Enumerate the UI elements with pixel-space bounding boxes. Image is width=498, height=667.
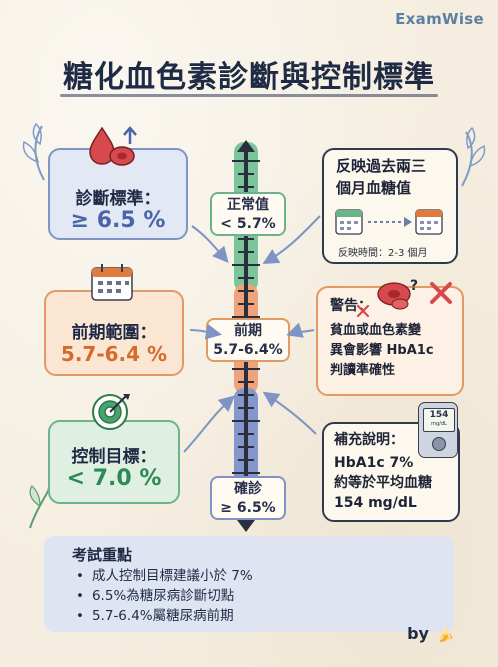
axis-tick — [238, 446, 254, 448]
exam-key-points-list: 成人控制目標建議小於 7% 6.5%為糖尿病診斷切點 5.7-6.4%屬糖尿病前… — [76, 566, 253, 626]
control-target-card: 控制目標： < 7.0 % — [48, 420, 180, 504]
meter-reading: 154 — [429, 410, 449, 420]
exam-point: 成人控制目標建議小於 7% — [76, 566, 253, 586]
axis-tick — [232, 316, 260, 318]
prediabetes-range-value: 5.7-6.4 % — [60, 342, 168, 366]
footer-by-text: by — [407, 624, 429, 643]
page-title: 糖化血色素診斷與控制標準 — [63, 60, 435, 95]
control-target-label: 控制目標： — [71, 447, 157, 467]
supplement-line-2: HbA1c 7% — [334, 455, 414, 471]
diabetes-axis-title: 確診 — [234, 481, 262, 497]
axis-tick — [238, 277, 254, 279]
cross-mark-icon — [356, 304, 370, 318]
prediabetes-axis-value: 5.7-6.4% — [213, 342, 283, 358]
prediabetes-range-label: 前期範圍： — [71, 323, 157, 343]
warning-card: 警告： 貧血或血色素變 異會影響 HbA1c 判讀準確性 — [316, 286, 464, 396]
axis-tick — [238, 459, 254, 461]
brand-logo: ExamWise — [395, 10, 484, 28]
leaf-decoration-right-icon — [461, 126, 486, 187]
title-underline — [60, 94, 438, 97]
reflect-caption: 反映時間：2-3 個月 — [338, 248, 428, 259]
diagnosis-criteria-label: 診斷標準： — [75, 189, 161, 209]
leaf-decoration-left-icon — [22, 122, 45, 181]
warning-line-4: 判讀準確性 — [330, 363, 396, 378]
axis-tick — [238, 433, 254, 435]
meter-unit: mg/dL — [431, 421, 447, 427]
calendar-timeline-icon — [335, 209, 443, 235]
blood-drop-icon — [89, 126, 137, 166]
axis-tick — [232, 160, 260, 162]
exam-point: 6.5%為糖尿病診斷切點 — [76, 586, 253, 606]
footer-credit: by 🍌 — [407, 624, 454, 643]
reflect-line-2: 個月血糖值 — [336, 179, 412, 197]
normal-range-value: < 5.7% — [220, 216, 276, 232]
supplement-line-3: 約等於平均血糖 — [334, 475, 432, 491]
axis-tick — [238, 381, 254, 383]
prediabetes-range-card: 前期範圍： 5.7-6.4 % — [44, 290, 184, 376]
control-target-value: < 7.0 % — [66, 466, 162, 491]
target-icon — [92, 394, 130, 430]
prediabetes-axis-title: 前期 — [234, 323, 262, 339]
reflect-line-1: 反映過去兩三 — [336, 157, 427, 175]
supplement-title: 補充說明： — [334, 432, 404, 448]
axis-tick — [232, 420, 260, 422]
axis-tick — [238, 173, 254, 175]
diabetes-axis-label: 確診 ≥ 6.5% — [210, 476, 286, 520]
supplement-line-4: 154 mg/dL — [334, 495, 417, 511]
svg-text:?: ? — [410, 278, 418, 294]
normal-range-title: 正常值 — [227, 197, 269, 213]
glucose-meter-icon: 154 mg/dL — [418, 402, 458, 458]
banana-logo-icon: 🍌 — [436, 627, 454, 643]
axis-tick — [238, 303, 254, 305]
diabetes-axis-value: ≥ 6.5% — [220, 500, 276, 516]
axis-arrow-up-icon — [237, 140, 255, 152]
calendar-icon — [91, 264, 133, 301]
exam-key-points-title: 考試重點 — [72, 546, 133, 564]
warning-line-3: 異會影響 HbA1c — [330, 343, 434, 358]
diagnosis-criteria-value: ≥ 6.5 % — [70, 208, 166, 233]
axis-tick — [238, 290, 254, 292]
axis-tick — [238, 407, 254, 409]
axis-tick — [238, 186, 254, 188]
prediabetes-axis-label: 前期 5.7-6.4% — [206, 318, 290, 362]
axis-tick — [238, 251, 254, 253]
supplement-card: 補充說明： HbA1c 7% 約等於平均血糖 154 mg/dL — [322, 422, 460, 522]
axis-tick — [238, 238, 254, 240]
exam-point: 5.7-6.4%屬糖尿病前期 — [76, 606, 253, 626]
axis-tick — [232, 368, 260, 370]
reflect-period-card: 反映過去兩三 個月血糖值 反映時間：2-3 個月 — [322, 148, 458, 264]
axis-tick — [232, 472, 260, 474]
exam-key-points-panel: 考試重點 成人控制目標建議小於 7% 6.5%為糖尿病診斷切點 5.7-6.4%… — [44, 536, 454, 632]
axis-tick — [238, 394, 254, 396]
axis-arrow-down-icon — [237, 520, 255, 532]
axis-tick — [232, 264, 260, 266]
normal-range-label: 正常值 < 5.7% — [210, 192, 286, 236]
warning-line-2: 貧血或血色素變 — [330, 323, 422, 338]
red-blood-cell-warning-icon: ? — [377, 278, 452, 310]
